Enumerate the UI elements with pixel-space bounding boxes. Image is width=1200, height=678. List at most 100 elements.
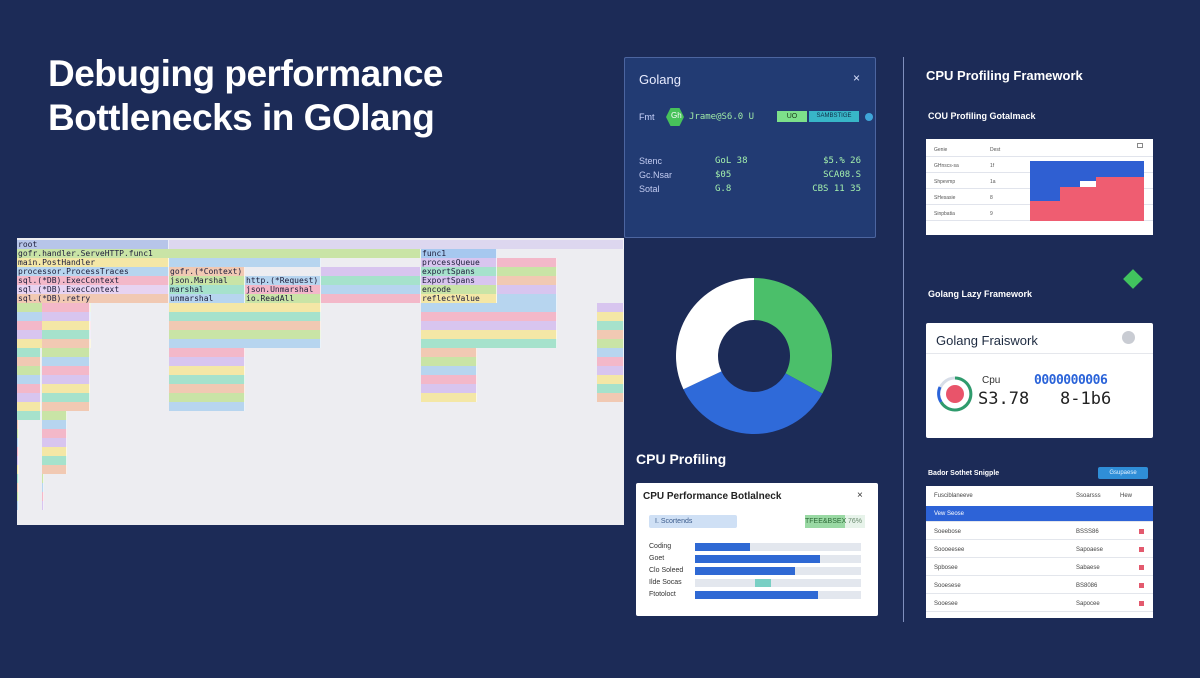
- flame-frame[interactable]: [42, 348, 90, 357]
- flame-frame[interactable]: [42, 366, 90, 375]
- flame-frame[interactable]: [321, 267, 421, 276]
- flame-frame[interactable]: [17, 501, 19, 510]
- flame-frame[interactable]: [17, 348, 41, 357]
- flame-frame[interactable]: root: [17, 240, 169, 249]
- flame-frame[interactable]: [17, 393, 41, 402]
- flame-frame[interactable]: [42, 456, 67, 465]
- flame-frame[interactable]: [42, 393, 90, 402]
- flame-frame[interactable]: [17, 492, 19, 501]
- flame-frame[interactable]: [421, 384, 477, 393]
- flame-frame[interactable]: [42, 384, 90, 393]
- flame-frame[interactable]: [421, 312, 557, 321]
- flame-frame[interactable]: [421, 339, 557, 348]
- flame-frame[interactable]: [169, 393, 245, 402]
- flame-frame[interactable]: exportSpans: [421, 267, 497, 276]
- flame-frame[interactable]: [421, 375, 477, 384]
- flame-frame[interactable]: [17, 357, 41, 366]
- flame-frame[interactable]: [421, 357, 477, 366]
- flame-frame[interactable]: [42, 474, 44, 483]
- flame-frame[interactable]: [169, 357, 245, 366]
- bottom-table-badge[interactable]: Gsupaese: [1098, 467, 1148, 479]
- flame-frame[interactable]: [169, 240, 624, 249]
- flame-frame[interactable]: [17, 384, 41, 393]
- flame-frame[interactable]: io.ReadAll: [245, 294, 321, 303]
- flame-frame[interactable]: json.Unmarshal: [245, 285, 321, 294]
- close-icon[interactable]: ×: [853, 71, 861, 85]
- flame-frame[interactable]: [42, 483, 44, 492]
- flame-frame[interactable]: [421, 348, 477, 357]
- flame-frame[interactable]: [169, 312, 321, 321]
- flame-frame[interactable]: [497, 258, 557, 267]
- flame-frame[interactable]: [17, 366, 41, 375]
- flame-frame[interactable]: [42, 438, 67, 447]
- flame-frame[interactable]: [42, 357, 90, 366]
- flame-frame[interactable]: [17, 411, 41, 420]
- flame-frame[interactable]: [597, 339, 624, 348]
- flame-frame[interactable]: [497, 267, 557, 276]
- flame-frame[interactable]: [169, 330, 321, 339]
- flame-frame[interactable]: main.PostHandler: [17, 258, 169, 267]
- flame-frame[interactable]: [321, 294, 421, 303]
- close-icon[interactable]: ×: [857, 490, 863, 501]
- flame-frame[interactable]: [42, 447, 67, 456]
- flame-frame[interactable]: gofr.handler.ServeHTTP.func1: [17, 249, 421, 258]
- flame-frame[interactable]: [169, 384, 245, 393]
- status-badge-secondary[interactable]: SAMBSTIGE: [809, 111, 859, 122]
- flame-frame[interactable]: [421, 303, 557, 312]
- flame-frame[interactable]: processor.ProcessTraces: [17, 267, 169, 276]
- flame-frame[interactable]: [321, 276, 421, 285]
- flame-frame[interactable]: [169, 366, 245, 375]
- flame-frame[interactable]: [169, 348, 245, 357]
- flame-frame[interactable]: gofr.(*Context).Bind: [169, 267, 245, 276]
- flame-frame[interactable]: [597, 393, 624, 402]
- flame-frame[interactable]: [497, 276, 557, 285]
- flame-frame[interactable]: [42, 312, 90, 321]
- flame-frame[interactable]: ExportSpans: [421, 276, 497, 285]
- flame-frame[interactable]: marshal: [169, 285, 245, 294]
- tab-scortends[interactable]: I. Scortends: [649, 515, 737, 528]
- flame-frame[interactable]: [169, 375, 245, 384]
- flame-frame[interactable]: [42, 321, 90, 330]
- flame-frame[interactable]: json.Marshal: [169, 276, 245, 285]
- flame-frame[interactable]: [42, 420, 67, 429]
- flame-frame[interactable]: [17, 375, 41, 384]
- flame-frame[interactable]: [169, 303, 321, 312]
- flame-frame[interactable]: [597, 384, 624, 393]
- flame-frame[interactable]: [421, 321, 557, 330]
- flame-frame[interactable]: [597, 357, 624, 366]
- flame-frame[interactable]: [17, 420, 19, 429]
- flame-frame[interactable]: [42, 402, 90, 411]
- flame-frame[interactable]: [169, 321, 321, 330]
- flame-frame[interactable]: sql.(*DB).retry: [17, 294, 169, 303]
- flame-frame[interactable]: sql.(*DB).ExecContext: [17, 285, 169, 294]
- flame-frame[interactable]: [17, 438, 19, 447]
- flame-frame[interactable]: [17, 474, 19, 483]
- flame-frame[interactable]: [497, 294, 557, 303]
- flame-frame[interactable]: [321, 285, 421, 294]
- flame-frame[interactable]: reflectValue: [421, 294, 497, 303]
- flame-frame[interactable]: [17, 483, 19, 492]
- flame-frame[interactable]: [42, 501, 44, 510]
- flame-frame[interactable]: [597, 321, 624, 330]
- flame-frame[interactable]: [597, 312, 624, 321]
- flame-frame[interactable]: func1: [421, 249, 497, 258]
- flame-frame[interactable]: [42, 465, 67, 474]
- flame-frame[interactable]: unmarshal: [169, 294, 245, 303]
- flame-frame[interactable]: encode: [421, 285, 497, 294]
- flame-frame[interactable]: [169, 402, 245, 411]
- flame-frame[interactable]: [17, 402, 41, 411]
- flame-frame[interactable]: [597, 375, 624, 384]
- flame-frame[interactable]: [421, 330, 557, 339]
- flame-frame[interactable]: sql.(*DB).ExecContext: [17, 276, 169, 285]
- flame-frame[interactable]: [42, 411, 67, 420]
- flame-frame[interactable]: [42, 330, 90, 339]
- flame-frame[interactable]: [42, 303, 90, 312]
- settings-icon[interactable]: [1122, 331, 1135, 344]
- flame-frame[interactable]: [42, 429, 67, 438]
- flame-frame[interactable]: [42, 492, 44, 501]
- flame-frame[interactable]: [17, 465, 19, 474]
